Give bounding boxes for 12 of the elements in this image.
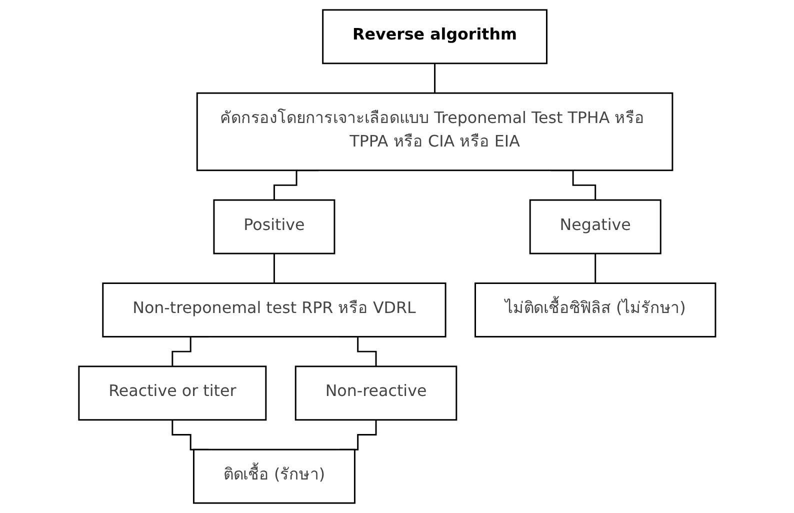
connector — [594, 252, 596, 284]
node-box: Negative — [529, 199, 662, 254]
node-box: Positive — [213, 199, 335, 254]
node-box: คัดกรองโดยการเจาะเลือดแบบ Treponemal Test TPHA หรือ TPPA หรือ CIA หรือ EIA — [196, 92, 673, 172]
node-box: Non-treponemal test RPR หรือ VDRL — [102, 282, 446, 338]
node-box: ติดเชื้อ (รักษา) — [192, 448, 356, 504]
node-box: ไม่ติดเชื้อซิฟิลิส (ไม่รักษา) — [474, 282, 716, 338]
node-box: Reverse algorithm — [322, 9, 548, 64]
connector — [273, 252, 275, 284]
node-box: Non-reactive — [294, 366, 457, 421]
node-box: Reactive or titer — [78, 366, 266, 421]
connector — [434, 62, 436, 94]
